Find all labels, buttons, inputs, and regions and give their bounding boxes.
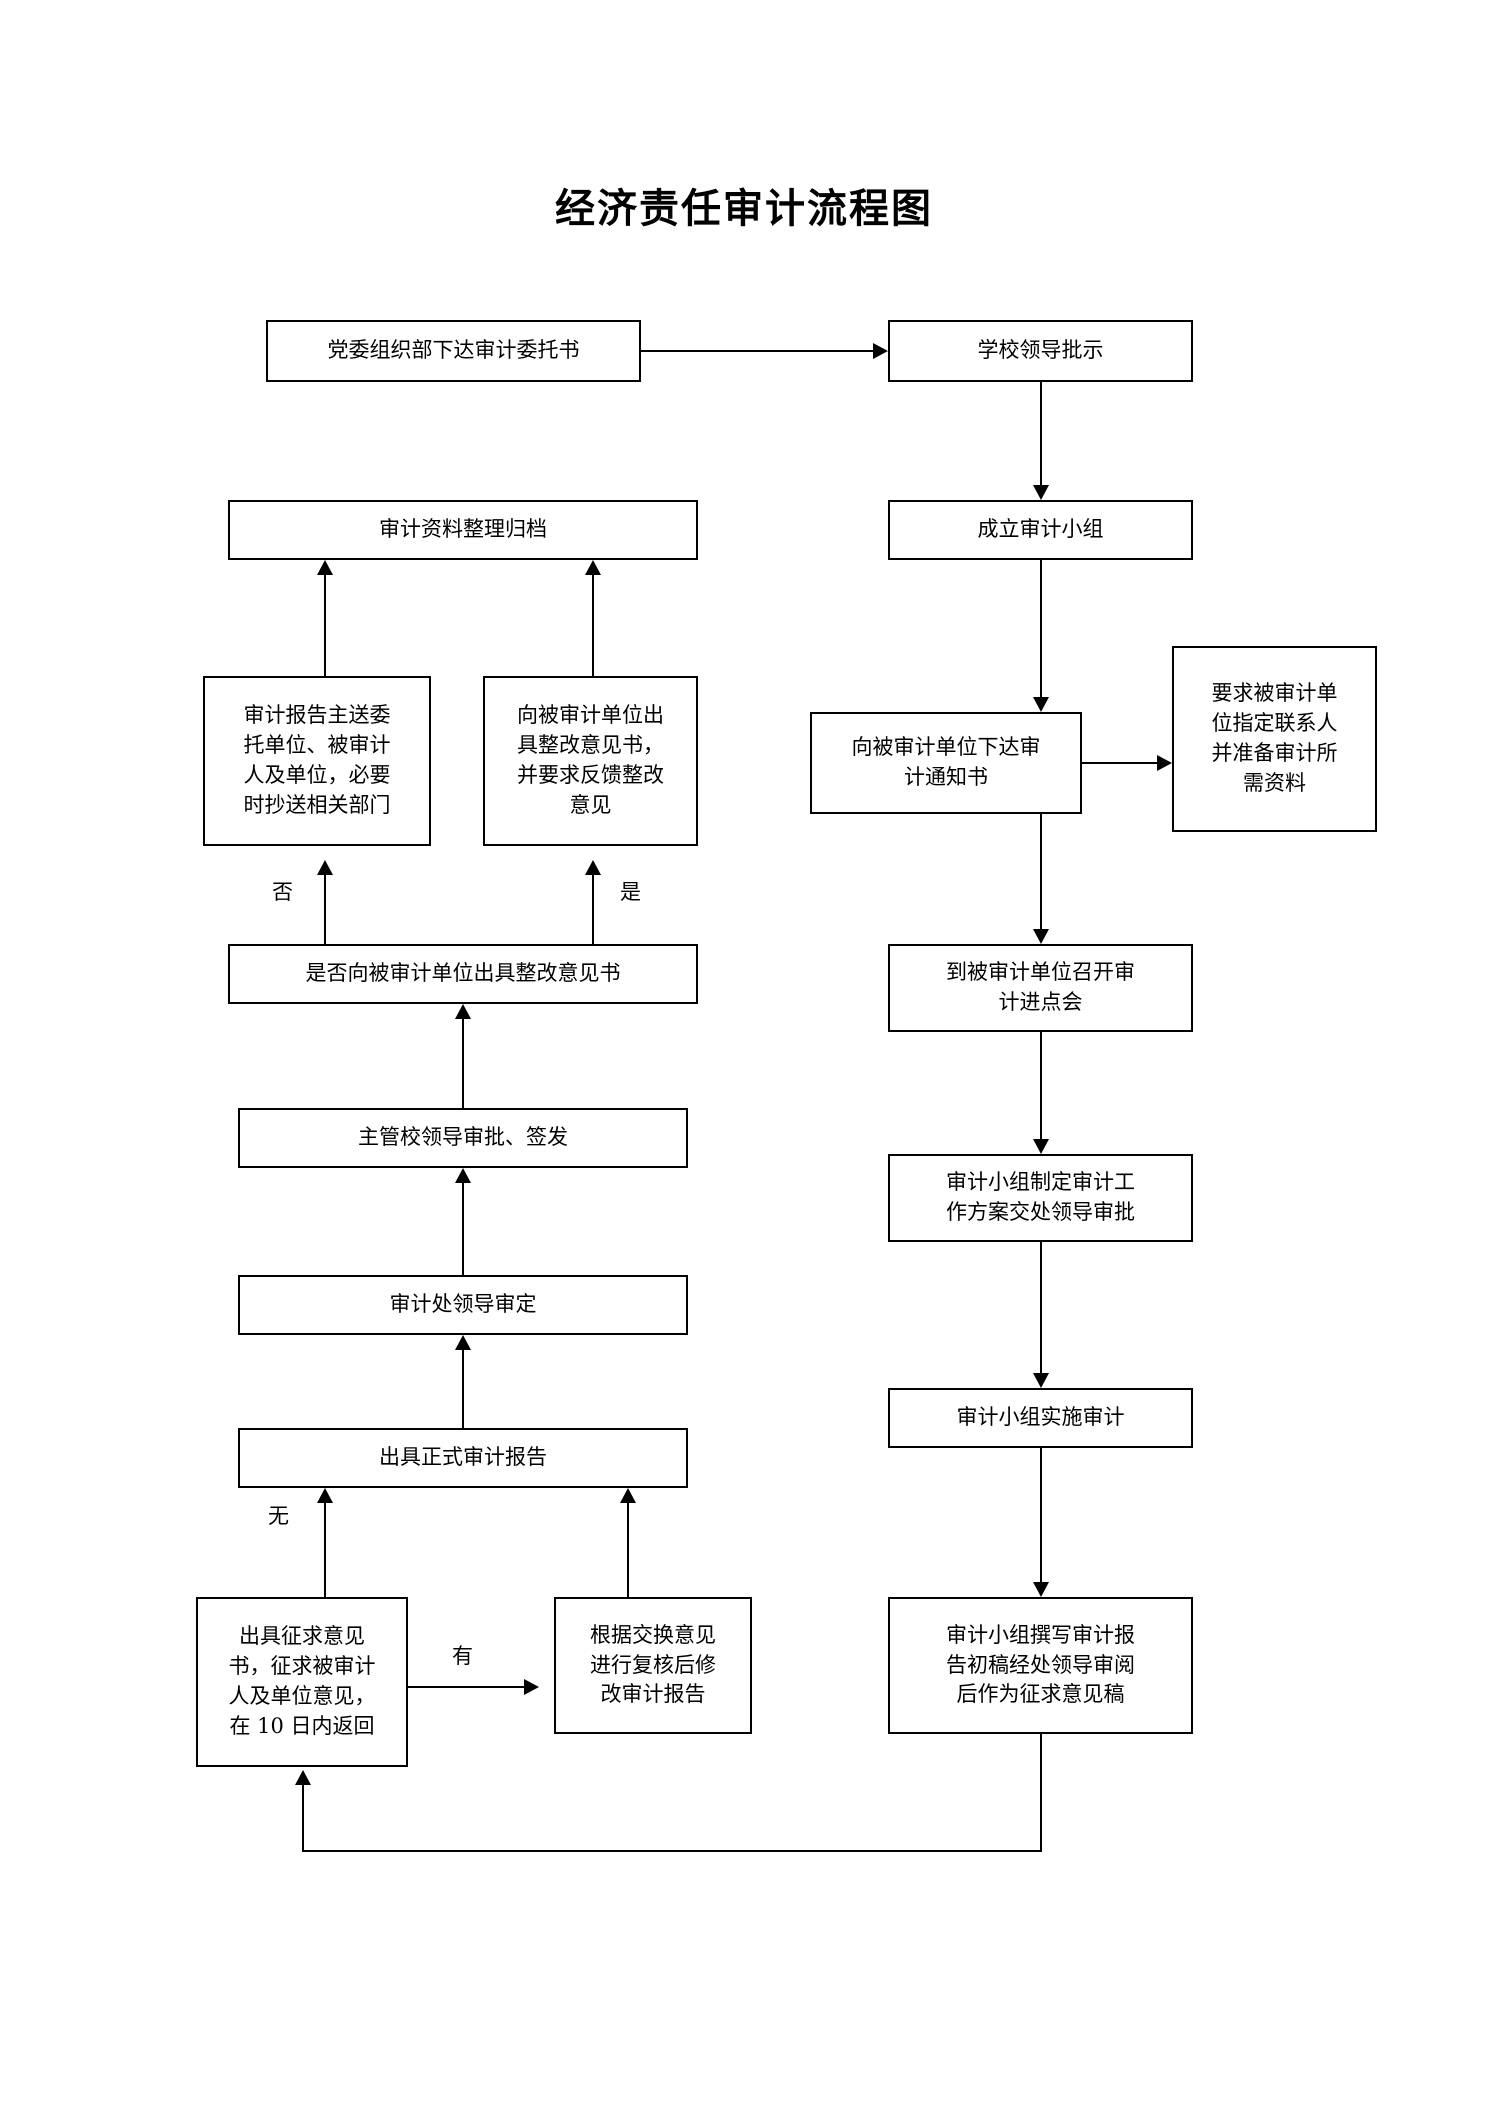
node-audit-work-plan[interactable]: 审计小组制定审计工 作方案交处领导审批	[888, 1154, 1193, 1242]
connector-loop-up-to-n10	[302, 1785, 304, 1851]
node-archive-audit-materials[interactable]: 审计资料整理归档	[228, 500, 698, 560]
connector-n6-n7	[1040, 1032, 1042, 1139]
node-label: 审计资料整理归档	[379, 517, 547, 542]
node-label: 是否向被审计单位出具整改意见书	[305, 961, 621, 986]
connector-n16-n18	[324, 575, 326, 677]
arrowhead-n12-n13	[455, 1335, 471, 1350]
arrowhead-n1-n2	[873, 343, 888, 359]
arrowhead-n3-n4	[1033, 697, 1049, 712]
node-designate-contact-prepare-materials[interactable]: 要求被审计单 位指定联系人 并准备审计所 需资料	[1172, 646, 1377, 832]
connector-n9-loop-down	[1040, 1734, 1042, 1852]
node-decision-issue-rectification[interactable]: 是否向被审计单位出具整改意见书	[228, 944, 698, 1004]
node-label: 审计处领导审定	[389, 1292, 537, 1317]
page-title: 经济责任审计流程图	[555, 185, 933, 232]
node-label: 向被审计单位下达审 计通知书	[851, 735, 1041, 789]
arrowhead-loop-n10	[295, 1770, 311, 1785]
connector-n17-n18	[592, 575, 594, 677]
arrowhead-n4-n5	[1157, 755, 1172, 771]
connector-n3-n4	[1040, 560, 1042, 697]
node-school-leader-instruction[interactable]: 学校领导批示	[888, 320, 1193, 382]
node-label: 要求被审计单 位指定联系人 并准备审计所 需资料	[1211, 681, 1338, 795]
arrowhead-n10-n11	[524, 1679, 539, 1695]
node-label: 主管校领导审批、签发	[358, 1125, 568, 1150]
node-draft-report[interactable]: 审计小组撰写审计报 告初稿经处领导审阅 后作为征求意见稿	[888, 1597, 1193, 1734]
edge-label-have: 有	[452, 1644, 473, 1668]
connector-n10-n12	[324, 1503, 326, 1598]
connector-n13-n14	[462, 1183, 464, 1276]
node-label: 审计报告主送委 托单位、被审计 人及单位，必要 时抄送相关部门	[243, 703, 391, 817]
node-audit-office-review[interactable]: 审计处领导审定	[238, 1275, 688, 1335]
node-label: 审计小组实施审计	[956, 1405, 1125, 1430]
arrowhead-n7-n8	[1033, 1373, 1049, 1388]
connector-n4-n5	[1082, 762, 1157, 764]
connector-n2-n3	[1040, 382, 1042, 485]
arrowhead-n10-n12	[317, 1488, 333, 1503]
node-issue-audit-notice[interactable]: 向被审计单位下达审 计通知书	[810, 712, 1082, 814]
edge-label-none: 无	[268, 1504, 289, 1528]
edge-label-no: 否	[272, 880, 293, 904]
connector-n7-n8	[1040, 1242, 1042, 1373]
node-issue-draft-for-comment[interactable]: 出具征求意见 书，征求被审计 人及单位意见， 在 10 日内返回	[196, 1597, 408, 1767]
node-label: 到被审计单位召开审 计进点会	[946, 960, 1135, 1014]
connector-loop-bottom	[302, 1850, 1042, 1852]
node-report-distribution[interactable]: 审计报告主送委 托单位、被审计 人及单位，必要 时抄送相关部门	[203, 676, 431, 846]
arrowhead-n2-n3	[1033, 485, 1049, 500]
connector-n14-n15	[462, 1019, 464, 1109]
arrowhead-n4-n6	[1033, 929, 1049, 944]
node-issue-rectification-opinion[interactable]: 向被审计单位出 具整改意见书， 并要求反馈整改 意见	[483, 676, 698, 846]
node-leader-approval-signoff[interactable]: 主管校领导审批、签发	[238, 1108, 688, 1168]
connector-n10-n11	[408, 1686, 524, 1688]
node-label: 学校领导批示	[977, 338, 1104, 363]
connector-n15-n16	[324, 875, 326, 945]
connector-n4-n6	[1040, 814, 1042, 929]
connector-n12-n13	[462, 1350, 464, 1429]
arrowhead-n11-n12	[620, 1488, 636, 1503]
node-form-audit-team[interactable]: 成立审计小组	[888, 500, 1193, 560]
node-label: 根据交换意见 进行复核后修 改审计报告	[590, 1622, 716, 1707]
connector-n11-n12	[627, 1503, 629, 1598]
connector-n8-n9	[1040, 1448, 1042, 1582]
connector-n1-n2	[641, 350, 873, 352]
arrowhead-n8-n9	[1033, 1582, 1049, 1597]
arrowhead-n15-n17	[585, 860, 601, 875]
node-label: 审计小组撰写审计报 告初稿经处领导审阅 后作为征求意见稿	[946, 1622, 1135, 1707]
node-label: 向被审计单位出 具整改意见书， 并要求反馈整改 意见	[517, 703, 664, 817]
arrowhead-n14-n15	[455, 1004, 471, 1019]
arrowhead-n15-n16	[317, 860, 333, 875]
node-label: 审计小组制定审计工 作方案交处领导审批	[946, 1170, 1135, 1224]
connector-n15-n17	[592, 875, 594, 945]
node-label: 成立审计小组	[977, 517, 1104, 542]
node-label: 出具征求意见 书，征求被审计 人及单位意见， 在 10 日内返回	[228, 1624, 376, 1738]
node-label: 出具正式审计报告	[379, 1445, 547, 1470]
node-perform-audit[interactable]: 审计小组实施审计	[888, 1388, 1193, 1448]
node-revise-after-review[interactable]: 根据交换意见 进行复核后修 改审计报告	[554, 1597, 752, 1734]
arrowhead-n17-n18	[585, 560, 601, 575]
arrowhead-n13-n14	[455, 1168, 471, 1183]
node-label: 党委组织部下达审计委托书	[327, 338, 580, 363]
edge-label-yes: 是	[620, 880, 641, 904]
node-issue-formal-report[interactable]: 出具正式审计报告	[238, 1428, 688, 1488]
arrowhead-n6-n7	[1033, 1139, 1049, 1154]
arrowhead-n16-n18	[317, 560, 333, 575]
node-audit-commission-letter[interactable]: 党委组织部下达审计委托书	[266, 320, 641, 382]
node-entry-meeting[interactable]: 到被审计单位召开审 计进点会	[888, 944, 1193, 1032]
